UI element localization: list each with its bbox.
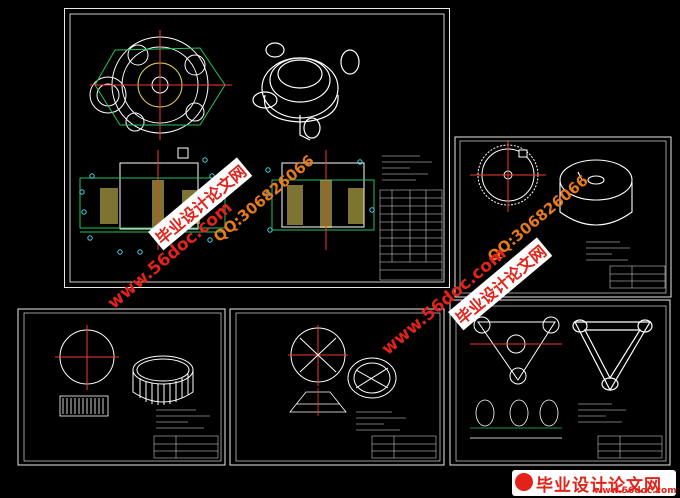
sun-gear-drawing [470,140,546,212]
gear-sheet-title-block [609,265,666,289]
housing-cylinder-drawing [559,159,633,226]
carrier-section [289,388,347,416]
ring-sheet-title-block [153,435,219,459]
ring-gear-sheet [17,308,226,466]
top-view-gearbox [89,30,232,140]
isometric-view [252,42,360,141]
carrier-front-view [288,325,348,386]
tech-notes-lines [382,155,432,181]
bracket-sheet-title-block [597,435,663,459]
ring-gear-circle [55,325,119,390]
carrier-isometric [347,357,397,399]
section-view-right [265,150,375,250]
carrier-sheet [229,308,445,466]
parts-list-table [379,189,443,281]
gear-housing-sheet [454,136,672,298]
site-logo-badge: 毕业设计论文网 www.56doc.com [512,470,677,496]
bracket-section [470,399,562,439]
bracket-front-view [470,316,562,385]
assembly-drawing-sheet [64,8,450,288]
carrier-sheet-title-block [371,435,437,459]
footer-site-url: www.56doc.com [594,486,677,496]
footer-site-title: 毕业设计论文网 [536,476,662,496]
bracket-sheet [449,299,671,466]
ring-gear-isometric [132,355,194,405]
ring-gear-section [59,395,109,417]
bracket-isometric [572,319,653,392]
footer-logo-icon [515,473,533,491]
